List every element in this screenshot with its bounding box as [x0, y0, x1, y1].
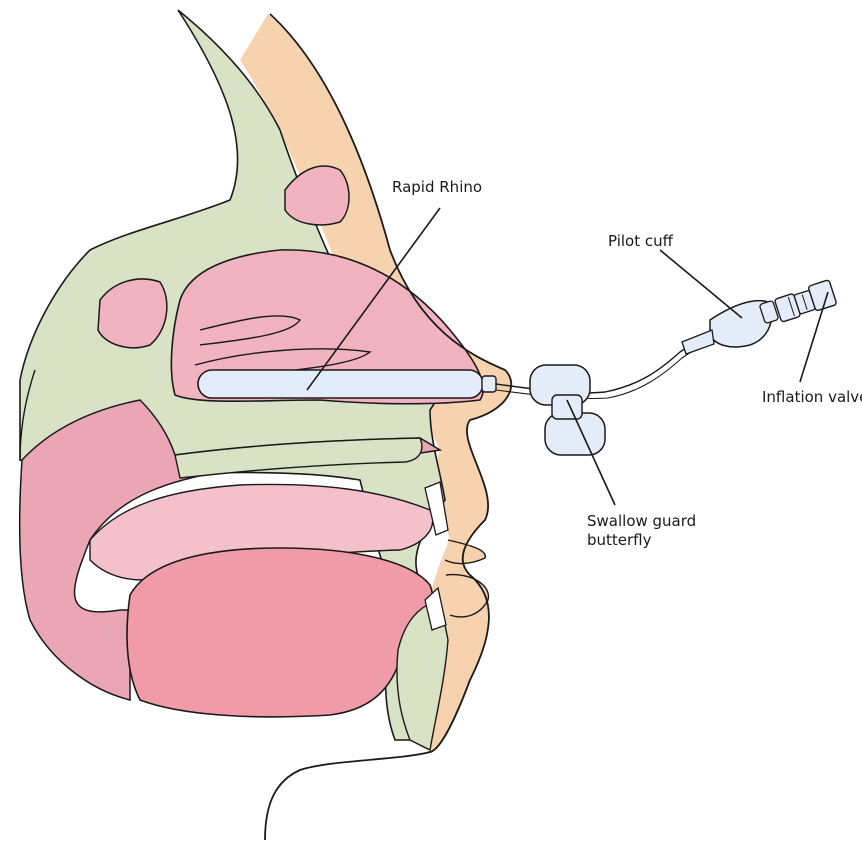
label-swallow-guard-butterfly: Swallow guard butterfly — [587, 512, 696, 550]
butterfly-center — [552, 395, 582, 419]
label-pilot-cuff: Pilot cuff — [608, 232, 673, 251]
leader-pilot-cuff — [660, 250, 742, 318]
inflation-valve — [774, 280, 837, 323]
label-inflation-valve: Inflation valve — [762, 388, 862, 407]
rapid-rhino-tip — [482, 376, 496, 392]
label-rapid-rhino: Rapid Rhino — [392, 178, 482, 197]
label-swallow-guard-line1: Swallow guard — [587, 512, 696, 531]
label-swallow-guard-line2: butterfly — [587, 531, 696, 550]
pilot-cuff-neck — [682, 330, 714, 354]
rapid-rhino-balloon — [198, 370, 483, 398]
